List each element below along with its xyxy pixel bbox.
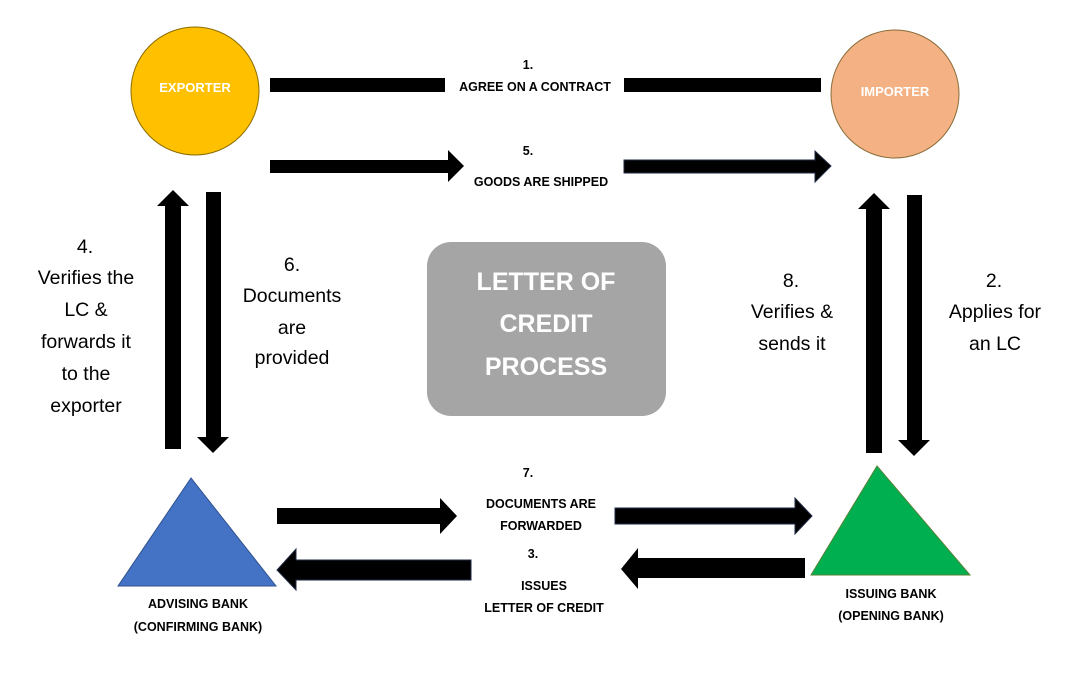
issuing-bank-label-line-1: ISSUING BANK — [846, 587, 937, 601]
step-4-label: 4. Verifies the LC & forwards it to the … — [38, 236, 134, 417]
step-1-text: AGREE ON A CONTRACT — [459, 80, 611, 94]
title-box-background — [427, 242, 666, 416]
step-2-line-2: an LC — [969, 333, 1021, 355]
step-8-arrow-up — [858, 193, 890, 453]
exporter-node: EXPORTER — [130, 26, 260, 156]
step-1-bar-right — [624, 78, 821, 92]
step-3-line-2: LETTER OF CREDIT — [484, 601, 604, 615]
issuing-bank-node: ISSUING BANK (OPENING BANK) — [810, 465, 972, 623]
step-7-arrow-right — [614, 496, 813, 536]
exporter-label: EXPORTER — [159, 80, 231, 95]
issuing-bank-label-line-2: (OPENING BANK) — [838, 609, 944, 623]
step-6-line-1: Documents — [243, 285, 342, 307]
step-4-arrow-up — [157, 190, 189, 449]
step-3-line-1: ISSUES — [521, 579, 567, 593]
step-4-line-4: to the — [62, 363, 111, 385]
step-5-arrow-left — [270, 150, 464, 182]
step-4-line-1: Verifies the — [38, 267, 134, 289]
advising-bank-label-line-2: (CONFIRMING BANK) — [134, 620, 262, 634]
step-3-arrow-right — [621, 548, 805, 589]
step-7-line-2: FORWARDED — [500, 519, 582, 533]
step-5-number: 5. — [523, 144, 533, 158]
step-6-number: 6. — [284, 254, 300, 276]
step-4-number: 4. — [77, 236, 93, 258]
step-6-line-2: are — [278, 317, 306, 339]
title-line-1: LETTER OF — [477, 268, 616, 296]
step-6-arrow-down — [197, 192, 229, 453]
title-box: LETTER OF CREDIT PROCESS — [427, 242, 666, 416]
step-5-arrow-right — [623, 149, 832, 184]
step-2-line-1: Applies for — [949, 301, 1042, 323]
step-7-number: 7. — [523, 466, 533, 480]
step-4-line-5: exporter — [50, 395, 122, 417]
step-8-line-1: Verifies & — [751, 301, 833, 323]
step-3-number: 3. — [528, 547, 538, 561]
step-7-line-1: DOCUMENTS ARE — [486, 497, 596, 511]
step-7-arrow-left — [277, 498, 457, 534]
issuing-bank-triangle — [810, 465, 972, 576]
step-2-number: 2. — [986, 270, 1002, 292]
step-8-label: 8. Verifies & sends it — [751, 270, 833, 355]
step-1-number: 1. — [523, 58, 533, 72]
step-2-label: 2. Applies for an LC — [949, 270, 1042, 355]
importer-circle — [830, 29, 960, 159]
importer-node: IMPORTER — [830, 29, 960, 159]
step-6-label: 6. Documents are provided — [243, 254, 342, 369]
exporter-circle — [130, 26, 260, 156]
step-8-line-2: sends it — [758, 333, 826, 355]
step-4-line-2: LC & — [64, 299, 107, 321]
advising-bank-label-line-1: ADVISING BANK — [148, 597, 248, 611]
title-line-2: CREDIT — [499, 310, 592, 338]
step-3-arrow-left — [276, 547, 472, 592]
step-1-bar-left — [270, 78, 445, 92]
step-2-arrow-down — [898, 195, 930, 456]
importer-label: IMPORTER — [861, 84, 930, 99]
step-4-line-3: forwards it — [41, 331, 132, 353]
step-6-line-3: provided — [255, 347, 330, 369]
title-line-3: PROCESS — [485, 353, 607, 381]
advising-bank-triangle — [117, 477, 278, 587]
advising-bank-node: ADVISING BANK (CONFIRMING BANK) — [117, 477, 278, 634]
step-5-text: GOODS ARE SHIPPED — [474, 175, 608, 189]
step-8-number: 8. — [783, 270, 799, 292]
